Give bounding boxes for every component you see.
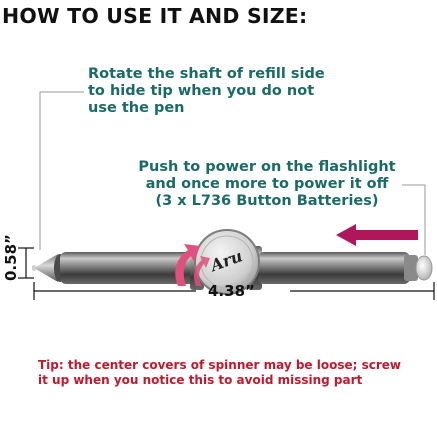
length-dimension: 4.38” [208,282,255,300]
push-arrow-icon [336,224,418,246]
rotate-instruction-line: Rotate the shaft of refill side [88,66,325,82]
power-instruction-line: (3 x L736 Button Batteries) [155,193,379,209]
rotate-instruction-line: use the pen [88,100,185,116]
diameter-dimension-label: 0.58” [2,234,20,281]
tip-line: it up when you notice this to avoid miss… [38,373,363,387]
guide-lines [39,91,426,255]
spinner-disc [194,229,260,295]
rotate-instruction: Rotate the shaft of refill side to hide … [88,66,325,117]
left-barrel [60,252,196,284]
power-instruction-line: Push to power on the flashlight [138,159,396,175]
tip-note: Tip: the center covers of spinner may be… [38,358,433,388]
page-title: HOW TO USE IT AND SIZE: [2,4,308,28]
power-instruction-line: and once more to power it off [145,176,389,192]
power-guide-line [402,184,426,255]
stylus-tip [34,254,58,282]
right-barrel [258,252,410,284]
rotate-instruction-line: to hide tip when you do not [88,83,315,99]
rotate-guide-line [39,91,84,250]
diameter-dimension: 0.58” [2,234,20,281]
tip-line: Tip: the center covers of spinner may be… [38,358,401,372]
rotate-arrow-icon [175,244,210,286]
power-instruction: Push to power on the flashlight and once… [122,159,412,210]
diameter-dimension-marks [18,247,34,279]
length-dimension-line [33,282,435,300]
flashlight-lens [415,255,433,281]
